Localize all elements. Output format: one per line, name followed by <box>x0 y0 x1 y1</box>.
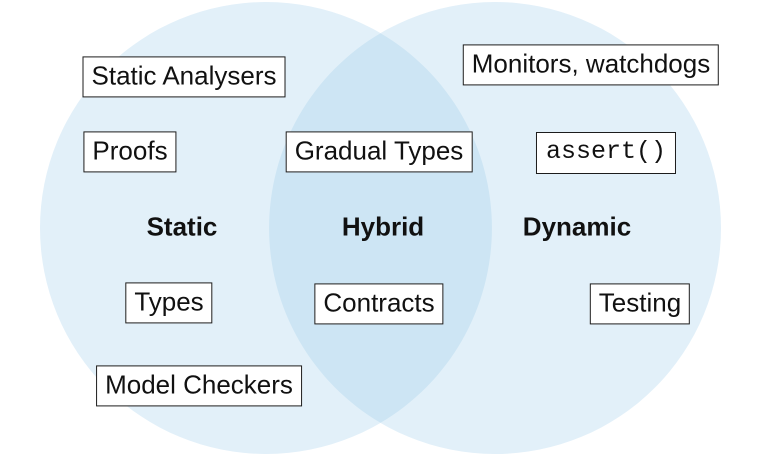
venn-box-contracts: Contracts <box>314 283 444 325</box>
venn-box-gradual-types: Gradual Types <box>285 131 473 173</box>
venn-box-testing: Testing <box>589 283 691 325</box>
region-label-hybrid: Hybrid <box>341 211 425 242</box>
venn-box-model-checkers: Model Checkers <box>96 365 302 407</box>
venn-box-proofs: Proofs <box>83 131 177 173</box>
region-label-dynamic: Dynamic <box>522 211 632 242</box>
venn-box-assert: assert() <box>535 132 677 174</box>
region-label-static: Static <box>146 211 218 242</box>
venn-box-types: Types <box>125 282 213 324</box>
venn-box-static-analysers: Static Analysers <box>82 56 286 98</box>
overlap-lens <box>269 33 492 423</box>
venn-box-monitors-watchdogs: Monitors, watchdogs <box>462 44 720 86</box>
